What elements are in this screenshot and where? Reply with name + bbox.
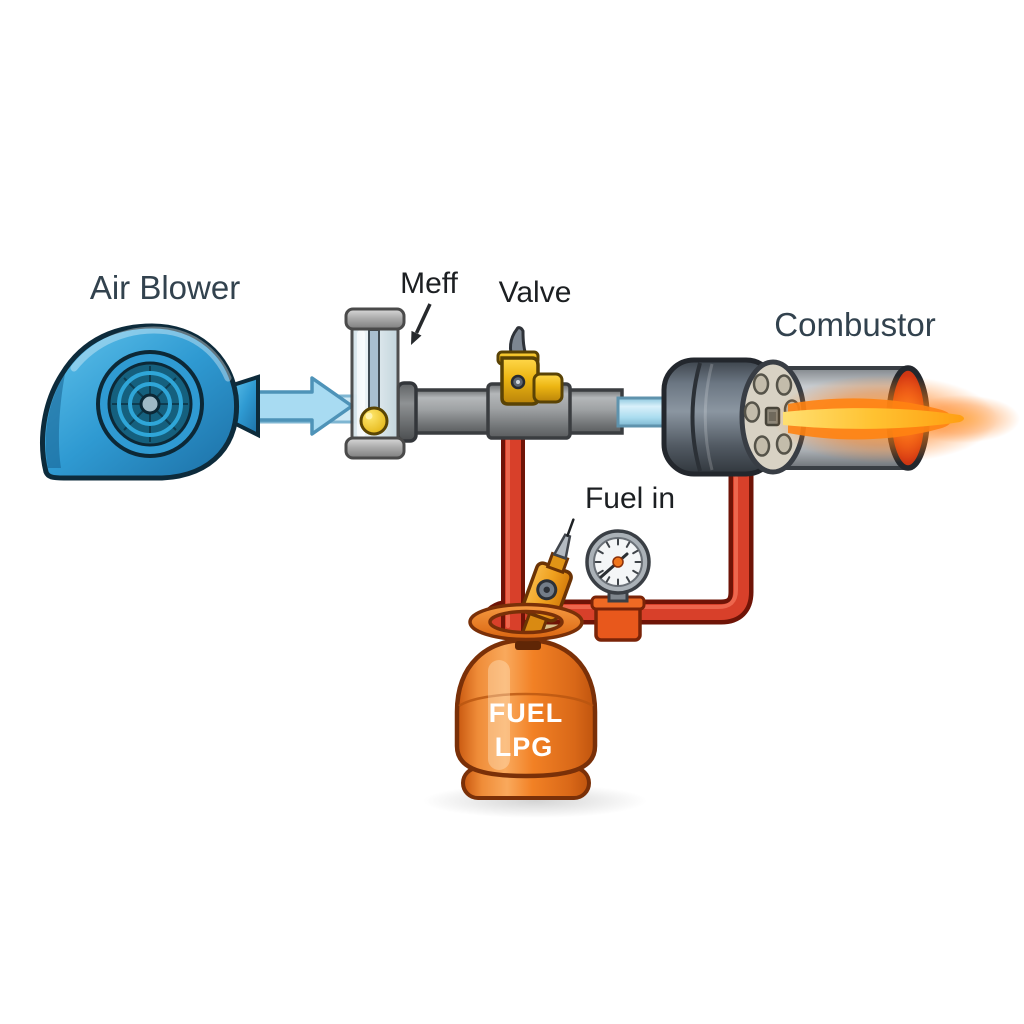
combustor-label: Combustor <box>774 306 935 343</box>
air-flow-arrow <box>254 376 354 436</box>
blower-hub <box>139 393 161 415</box>
pressure-gauge <box>585 529 651 642</box>
pipe-coupling <box>396 381 418 443</box>
valve-label: Valve <box>499 276 572 309</box>
flow-meter <box>344 307 406 460</box>
fuel-valve <box>496 326 564 406</box>
flow-meter-float <box>359 406 389 436</box>
gauge-ticks <box>594 538 642 586</box>
combustor <box>661 357 1020 477</box>
flow-meter-rod <box>368 329 380 419</box>
tank-label-line2: LPG <box>495 732 554 762</box>
gauge-hub <box>612 556 624 568</box>
tank-top-slot <box>515 641 541 650</box>
lpg-tank: FUEL LPG <box>454 637 598 800</box>
air-blower-label: Air Blower <box>90 269 240 306</box>
fuel-in-label: Fuel in <box>585 482 675 515</box>
torch-nozzle <box>552 533 572 561</box>
torch-needle <box>566 518 575 537</box>
meter-pointer-arrow <box>411 303 432 345</box>
valve-side-arm <box>532 372 564 404</box>
flame <box>773 375 1020 463</box>
fuel-line-valve <box>501 432 525 632</box>
tank-collar-ring <box>468 602 584 642</box>
blower-intake-fan <box>96 350 204 458</box>
flow-meter-bottom-cap <box>344 436 406 460</box>
tank-label-line1: FUEL <box>489 698 564 728</box>
flow-meter-top-cap <box>344 307 406 331</box>
air-blower <box>40 323 260 481</box>
meter-label: Meff <box>400 267 458 300</box>
